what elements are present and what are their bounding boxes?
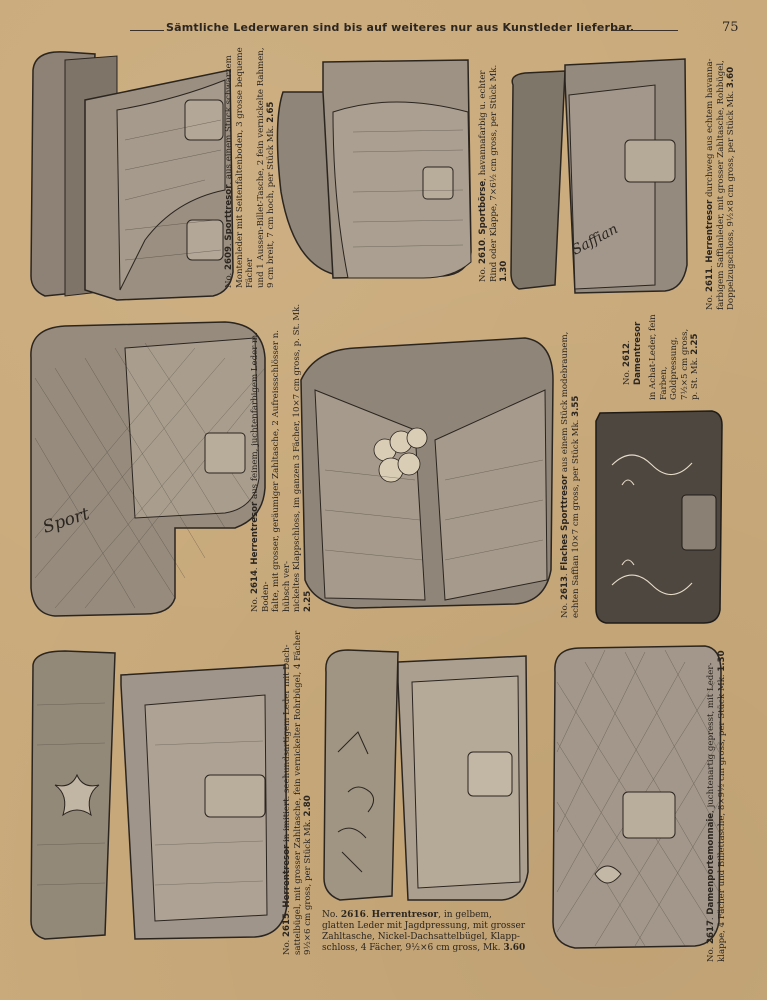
product-name: Sportbörse [478,180,488,235]
desc-line: falte, mit grosser, geräumiger Zahltasch… [271,330,292,612]
desc-line: durchweg aus echtem havanna- [705,58,715,200]
product-name: Damenportemonnaie [706,812,716,915]
price: 3.60 [503,943,526,953]
caption-2615: No. 2615. Herrentresor in imitiert. seeh… [282,630,314,955]
caption-2612: No. 2612. Damentresor [622,321,643,385]
illustration-2611: Saffian [505,45,695,295]
product-name: Sporttresor [224,184,234,241]
price: 3.55 [570,395,581,417]
price: 1.30 [716,650,727,672]
price: 3.60 [726,66,737,89]
product-name: Herrentresor [282,844,292,908]
caption-2617: No. 2617. Damenportemonnaie, juchtenarti… [706,650,727,962]
label-no: No. [622,369,632,385]
label-no: No. [706,946,716,962]
product-name: Herrentresor [705,199,715,263]
label-no: No. [250,596,260,612]
header-rule-right [612,30,678,31]
desc-line: , havannafarbig u. echter [478,70,488,181]
product-number: 2614 [250,570,260,594]
product-number: 2611 [705,268,715,292]
desc-line: in Achat-Leder, fein [648,314,658,400]
desc-line: Rind oder Klappe, 7×6½ cm gross, per Stü… [488,64,499,282]
desc-line: 7½×5 cm gross, [679,328,690,400]
desc-line: klappe, 4 Fächer und Billettasche, 8×9½ … [716,674,727,962]
desc-line: schloss, 4 Fächer, 9½×6 cm gross, Mk. [322,943,501,953]
desc-line: , juchtenartig gepresst, mit Leder- [706,662,716,813]
product-number: 2616 [340,910,366,920]
product-number: 2615 [282,913,292,937]
product-number: 2613 [560,576,570,600]
illustration-2615 [25,645,295,945]
desc-line: aus einem Stück modebraunem, [560,331,570,475]
label-no: No. [560,602,570,618]
product-name: Herrentresor [250,501,260,565]
page-number: 75 [722,20,739,35]
illustration-2617 [545,642,725,950]
desc-line: Zahltasche, Nickel-Dachsattelbügel, Klap… [322,932,520,942]
desc-line: sattelbügel, mit grosser Zahltasche, fei… [292,630,303,955]
illustration-2609 [25,40,235,302]
product-number: 2612 [622,343,632,367]
label-no: No. [322,910,338,920]
price: 2.25 [690,333,701,355]
desc-line: Farben, Goldpressung, [658,336,680,400]
product-number: 2617 [706,920,716,944]
desc-line: in imitiert. seehundsartigem Leder mit D… [282,644,292,845]
header-notice: Sämtliche Lederwaren sind bis auf weiter… [166,21,635,34]
product-number: 2610 [478,240,488,264]
product-number: 2609 [224,246,234,270]
caption-2613: No. 2613. Flaches Sporttresor aus einem … [560,331,581,618]
desc-line: echten Saffian 10×7 cm gross, per Stück … [570,419,581,618]
illustration-2614: Sport [25,318,270,618]
label-no: No. [705,294,715,310]
caption-2611: No. 2611. Herrentresor durchweg aus echt… [705,58,737,310]
desc-line: , aus einem Stück schwarzem [224,55,234,185]
price: 2.80 [303,795,314,817]
illustration-2610 [273,52,478,280]
desc-line: farbigem Saffianleder, mit grosser Zahlt… [715,60,726,310]
label-no: No. [478,266,488,282]
desc-line: Doppelzugschloss, 9½×8 cm gross, per Stü… [726,90,737,310]
caption-2616: No. 2616. Herrentresor, in gelbem, glatt… [322,910,526,953]
illustration-2612 [592,405,727,627]
product-name: Damentresor [632,321,643,385]
desc-line: , in gelbem, [438,910,492,920]
product-name: Flaches Sporttresor [560,474,570,571]
desc-line: Montenleder mit Seitenfaltenboden, 3 gro… [234,47,256,288]
product-name: Herrentresor [371,910,439,920]
caption-2609: No. 2609. Sporttresor, aus einem Stück s… [224,47,277,288]
desc-line: glatten Leder mit Jagdpressung, mit gros… [322,921,526,931]
illustration-2613 [295,330,560,610]
caption-2612-desc: in Achat-Leder, fein Farben, Goldpressun… [648,310,701,400]
desc-line: 9½×6 cm gross, per Stück Mk. [303,819,314,955]
label-no: No. [224,272,234,288]
label-no: No. [282,939,292,955]
header-rule-left [130,30,164,31]
desc-line: und 1 Aussen-Billet-Tasche, 2 fein verni… [255,47,266,288]
desc-line: p. St. Mk. [690,357,701,400]
illustration-2616 [318,642,533,904]
